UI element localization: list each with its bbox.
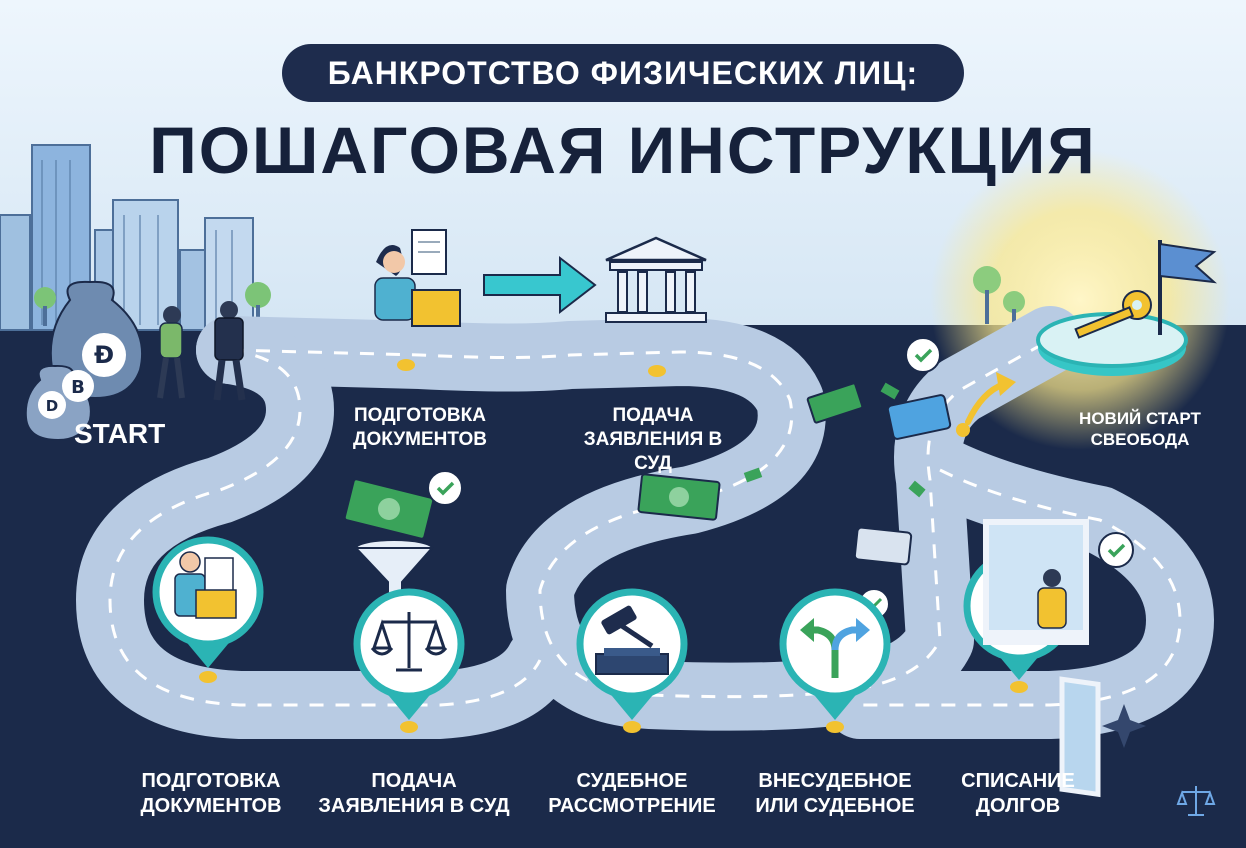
money-bags-icon: Đ B D <box>24 280 144 442</box>
step-marker-4 <box>779 588 891 720</box>
step-label-preparation: ПОДГОТОВКА ДОКУМЕНТОВ <box>140 770 282 817</box>
step-marker-1 <box>152 536 264 668</box>
road-label-preparation: ПОДГОТОВКА ДОКУМЕНТОВ <box>352 405 488 450</box>
step-marker-2 <box>353 588 465 720</box>
scales-icon <box>370 612 448 672</box>
step-markers <box>152 519 1101 798</box>
step-marker-3 <box>576 588 688 720</box>
courthouse-icon <box>605 236 707 323</box>
curved-arrow-head-icon <box>996 372 1016 396</box>
page-title: ПОШАГОВАЯ ИНСТРУКЦИЯ <box>149 113 1097 187</box>
page-subtitle: БАНКРОТСТВО ФИЗИЧЕСКИХ ЛИЦ: <box>282 44 964 102</box>
walking-people-icon <box>157 301 246 401</box>
svg-text:Đ: Đ <box>94 341 114 369</box>
trees-right <box>973 266 1025 327</box>
step-marker-5 <box>963 519 1101 798</box>
open-window-icon <box>983 519 1101 798</box>
road-markers <box>199 359 1028 733</box>
step-label-extrajudicial: ВНЕСУДЕБНОЕ ИЛИ СУДЕБНОЕ <box>755 770 915 817</box>
step-label-debt-writeoff: СПИСАНИЕ ДОЛГОВ <box>961 770 1075 817</box>
sparkle-icon <box>1102 704 1146 748</box>
fork-arrows-icon <box>800 618 870 678</box>
arrow-right-icon <box>483 255 597 315</box>
road-label-new-start: НОВИЙ СТАРТ СВЕОБОДА <box>1079 409 1201 450</box>
gavel-icon <box>595 605 669 675</box>
documents-person-icon <box>174 551 237 619</box>
winding-road <box>76 306 1214 739</box>
step-label-court-review: СУДЕБНОЕ РАССМОТРЕНИЕ <box>548 770 716 817</box>
city-skyline <box>0 144 271 331</box>
key-pedestal-icon <box>1036 240 1218 376</box>
step-label-filing: ПОДАЧА ЗАЯВЛЕНИЯ В СУД <box>318 770 510 817</box>
flying-money-icon <box>343 382 952 566</box>
road-label-filing: ПОДАЧА ЗАЯВЛЕНИЯ В СУД <box>583 405 723 474</box>
svg-text:D: D <box>46 397 58 415</box>
woman-documents-icon <box>374 229 461 327</box>
start-label: START <box>74 418 166 449</box>
svg-text:B: B <box>71 377 85 398</box>
scales-logo-icon <box>1176 786 1216 816</box>
